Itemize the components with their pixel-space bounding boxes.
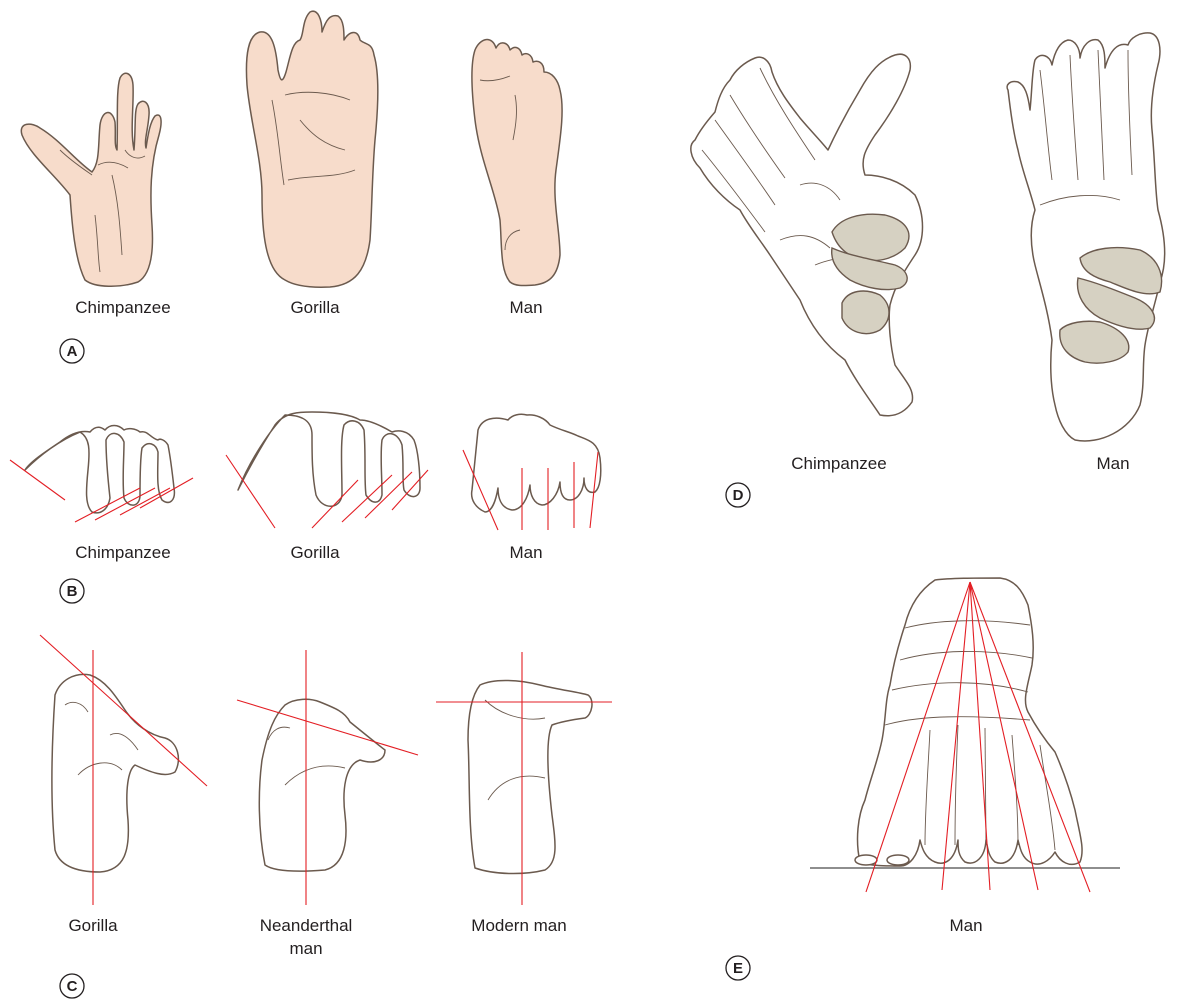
label-c-neanderthal: Neanderthal: [260, 916, 353, 935]
modern-man-cuneiform-drawing: [436, 652, 612, 905]
panel-c: Gorilla Neanderthal man Modern man C: [40, 635, 612, 998]
label-b-gorilla: Gorilla: [290, 543, 340, 562]
label-d-chimpanzee: Chimpanzee: [791, 454, 886, 473]
label-e-man: Man: [949, 916, 982, 935]
panel-letter-e: E: [733, 960, 743, 977]
panel-letter-d: D: [733, 487, 744, 504]
panel-letter-c: C: [67, 978, 78, 995]
label-a-man: Man: [509, 298, 542, 317]
panel-d: Chimpanzee Man D: [691, 33, 1165, 507]
label-b-man: Man: [509, 543, 542, 562]
panel-letter-b: B: [67, 583, 78, 600]
label-c-modern-man: Modern man: [471, 916, 566, 935]
label-a-gorilla: Gorilla: [290, 298, 340, 317]
label-b-chimpanzee: Chimpanzee: [75, 543, 170, 562]
panel-letter-a: A: [67, 343, 78, 360]
neanderthal-cuneiform-drawing: [237, 650, 418, 905]
man-toes-drawing: [463, 414, 601, 530]
gorilla-cuneiform-drawing: [40, 635, 207, 905]
chimpanzee-sole-drawing: [21, 73, 161, 286]
panel-a: Chimpanzee Gorilla Man A: [21, 11, 562, 363]
man-sole-drawing: [472, 40, 562, 286]
panel-b: Chimpanzee Gorilla Man B: [10, 412, 601, 603]
label-c-gorilla: Gorilla: [68, 916, 118, 935]
man-foot-skeleton-drawing: [1007, 33, 1165, 441]
chimpanzee-toes-drawing: [10, 426, 193, 523]
gorilla-sole-drawing: [246, 11, 377, 287]
label-c-man: man: [289, 939, 322, 958]
label-d-man: Man: [1096, 454, 1129, 473]
panel-e: Man E: [726, 578, 1120, 980]
label-a-chimpanzee: Chimpanzee: [75, 298, 170, 317]
chimpanzee-foot-skeleton-drawing: [691, 54, 923, 416]
gorilla-toes-drawing: [226, 412, 428, 528]
